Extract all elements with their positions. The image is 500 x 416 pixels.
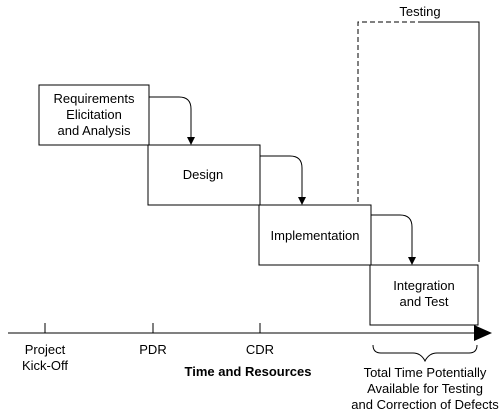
brace-caption-line-3: and Correction of Defects xyxy=(351,397,499,412)
flow-arrow-requirements-to-design xyxy=(149,96,195,145)
phase-integration-test-box xyxy=(369,264,479,326)
time-axis xyxy=(8,323,492,341)
phase-integration-test-line-2: and Test xyxy=(400,294,449,309)
testing-dashed-line xyxy=(357,21,420,202)
phase-requirements-line-1: Requirements xyxy=(54,91,135,106)
testing-label: Testing xyxy=(399,4,440,19)
milestone-project-kickoff-line-2: Kick-Off xyxy=(22,358,68,373)
flow-arrow-implementation-to-integration xyxy=(371,214,416,265)
phase-implementation-box xyxy=(258,204,372,266)
milestone-cdr: CDR xyxy=(246,342,274,357)
milestone-project-kickoff-line-1: Project xyxy=(25,342,66,357)
phase-requirements-box xyxy=(38,84,150,146)
phase-integration-test: Integration and Test xyxy=(369,264,479,326)
phase-design-label: Design xyxy=(183,167,223,182)
flow-arrow-design-to-implementation xyxy=(260,155,306,205)
time-axis-arrowhead xyxy=(474,325,492,341)
milestone-pdr: PDR xyxy=(139,342,166,357)
phase-implementation: Implementation xyxy=(258,204,372,266)
phase-requirements: Requirements Elicitation and Analysis xyxy=(38,84,150,146)
phase-requirements-line-2: Elicitation xyxy=(66,107,122,122)
phase-requirements-line-3: and Analysis xyxy=(58,123,131,138)
brace-caption-line-2: Available for Testing xyxy=(367,381,483,396)
testing-bracket: Testing xyxy=(357,4,480,262)
phase-design: Design xyxy=(147,144,261,206)
phase-design-box xyxy=(147,144,261,206)
testing-span-brace xyxy=(372,344,478,363)
testing-solid-line xyxy=(420,21,480,262)
brace-caption-line-1: Total Time Potentially xyxy=(364,365,487,380)
phase-implementation-label: Implementation xyxy=(271,228,360,243)
phase-integration-test-line-1: Integration xyxy=(393,278,454,293)
axis-label: Time and Resources xyxy=(185,364,312,379)
